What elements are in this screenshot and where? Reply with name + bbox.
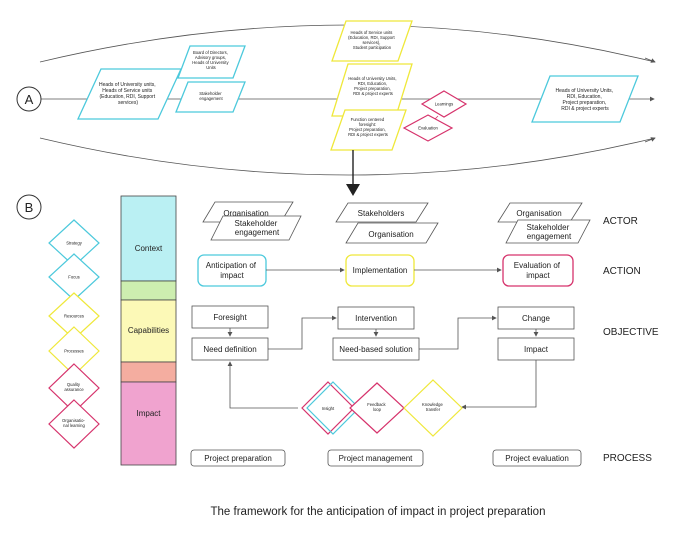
label-capabilities: Capabilities xyxy=(128,326,169,335)
label-impact-column: Impact xyxy=(136,409,161,418)
shape-evaluation-a xyxy=(402,114,454,142)
text-evaluation-b: Evaluation of impact xyxy=(514,261,563,280)
svg-text:Processes: Processes xyxy=(64,349,84,354)
legend-organisational-learning: Organisatio- nal learning xyxy=(48,399,100,449)
action-anticipation xyxy=(197,254,267,287)
arrow-impact-loop xyxy=(461,360,537,410)
column-salmon-band xyxy=(120,361,177,383)
text-heads-service-units: Heads of Service units (Education, RDI, … xyxy=(348,30,396,50)
text-process-management: Project management xyxy=(339,454,414,463)
svg-text:Stakeholders: Stakeholders xyxy=(358,209,405,218)
svg-text:Organisatio- nal learn: Organisatio- nal learning xyxy=(62,418,86,428)
svg-text:Quality assurance: Quality assurance xyxy=(64,382,84,392)
shape-heads-service-units xyxy=(331,20,413,62)
actor-left: Organisation Stakeholder engagement xyxy=(202,201,302,241)
row-label-action: ACTION xyxy=(603,266,641,277)
text-feedback: Feedback loop xyxy=(367,402,387,412)
timeline-upper-arrow xyxy=(644,57,656,63)
shape-stakeholder-engagement-a xyxy=(175,81,246,113)
process-evaluation xyxy=(492,449,582,467)
marker-a-circle xyxy=(16,86,42,112)
action-evaluation xyxy=(502,254,574,287)
text-intervention: Intervention xyxy=(355,314,397,323)
marker-b-label: B xyxy=(25,200,34,215)
text-knowledge-transfer: Knowledge transfer xyxy=(422,402,444,412)
figure-caption: The framework for the anticipation of im… xyxy=(211,506,546,518)
text-process-evaluation: Project evaluation xyxy=(505,454,569,463)
text-change: Change xyxy=(522,314,551,323)
text-foresight: Foresight xyxy=(213,313,247,322)
text-heads-university-left: Heads of University units, Heads of Serv… xyxy=(99,82,157,106)
svg-text:Strategy: Strategy xyxy=(66,241,83,246)
arrow-solution-change xyxy=(419,315,497,350)
svg-text:Resources: Resources xyxy=(64,314,84,319)
text-heads-university-middle: Heads of University Units, RDI, Educatio… xyxy=(348,76,397,96)
svg-text:Stakeholder engagement: Stakeholder engagement xyxy=(527,223,572,241)
text-need-definition: Need definition xyxy=(203,345,256,354)
loop-knowledge-transfer xyxy=(403,379,463,437)
timeline-lower-arrow xyxy=(644,137,656,143)
text-evaluation-a: Evaluation xyxy=(418,126,438,131)
shape-heads-university-left xyxy=(76,68,183,120)
text-process-preparation: Project preparation xyxy=(204,454,272,463)
text-need-based-solution: Need-based solution xyxy=(339,345,412,354)
shape-learnings xyxy=(420,90,468,118)
row-label-objective: OBJECTIVE xyxy=(603,327,659,338)
text-learnings: Learnings xyxy=(435,102,453,107)
column-context xyxy=(120,195,177,282)
actor-right: Organisation Stakeholder engagement xyxy=(497,202,591,244)
text-board-of-directors: Board of Directors, Advisory groups, Hea… xyxy=(192,50,229,70)
section-a: A Heads of University units, Heads of Se… xyxy=(16,20,656,196)
svg-text:Organisation: Organisation xyxy=(368,230,413,239)
loop-feedback xyxy=(349,382,405,434)
text-insight: Insight xyxy=(322,406,335,411)
down-arrow-head xyxy=(346,184,360,196)
shape-function-foresight xyxy=(330,109,407,151)
text-stakeholder-engagement-a: Stakeholder engagement xyxy=(199,91,223,101)
row-label-actor: ACTOR xyxy=(603,216,638,227)
shape-board-of-directors xyxy=(177,45,246,79)
process-preparation xyxy=(190,449,286,467)
section-b: B Strategy Focus Resources Processes Qua… xyxy=(16,194,659,467)
text-objective-impact: Impact xyxy=(524,345,549,354)
column-impact xyxy=(120,381,177,466)
text-heads-university-right: Heads of University Units, RDI, Educatio… xyxy=(556,88,615,112)
marker-a-label: A xyxy=(25,92,34,107)
action-implementation xyxy=(345,254,415,287)
row-label-process: PROCESS xyxy=(603,453,652,464)
loop-insight xyxy=(306,381,360,435)
legend-quality-assurance: Quality assurance xyxy=(48,363,100,413)
svg-text:Organisation: Organisation xyxy=(223,209,268,218)
svg-text:Focus: Focus xyxy=(68,275,79,280)
label-context: Context xyxy=(135,244,163,253)
actor-middle: Stakeholders Organisation xyxy=(335,202,439,244)
column-green-band xyxy=(120,280,177,301)
text-anticipation: Anticipation of impact xyxy=(206,261,259,280)
svg-text:Organisation: Organisation xyxy=(516,209,561,218)
text-implementation: Implementation xyxy=(353,266,408,275)
text-function-foresight: Function centered foresight: Project pre… xyxy=(348,117,388,137)
svg-text:Stakeholder engagement: Stakeholder engagement xyxy=(235,219,280,237)
column-capabilities xyxy=(120,299,177,363)
arrow-need-intervention xyxy=(268,315,337,350)
loop-insight-magenta xyxy=(301,381,355,435)
process-management xyxy=(327,449,424,467)
timeline-lower-arc xyxy=(39,137,656,176)
marker-b-circle xyxy=(16,194,42,220)
arrow-loop-need xyxy=(227,361,298,409)
shape-heads-university-right xyxy=(531,75,639,123)
